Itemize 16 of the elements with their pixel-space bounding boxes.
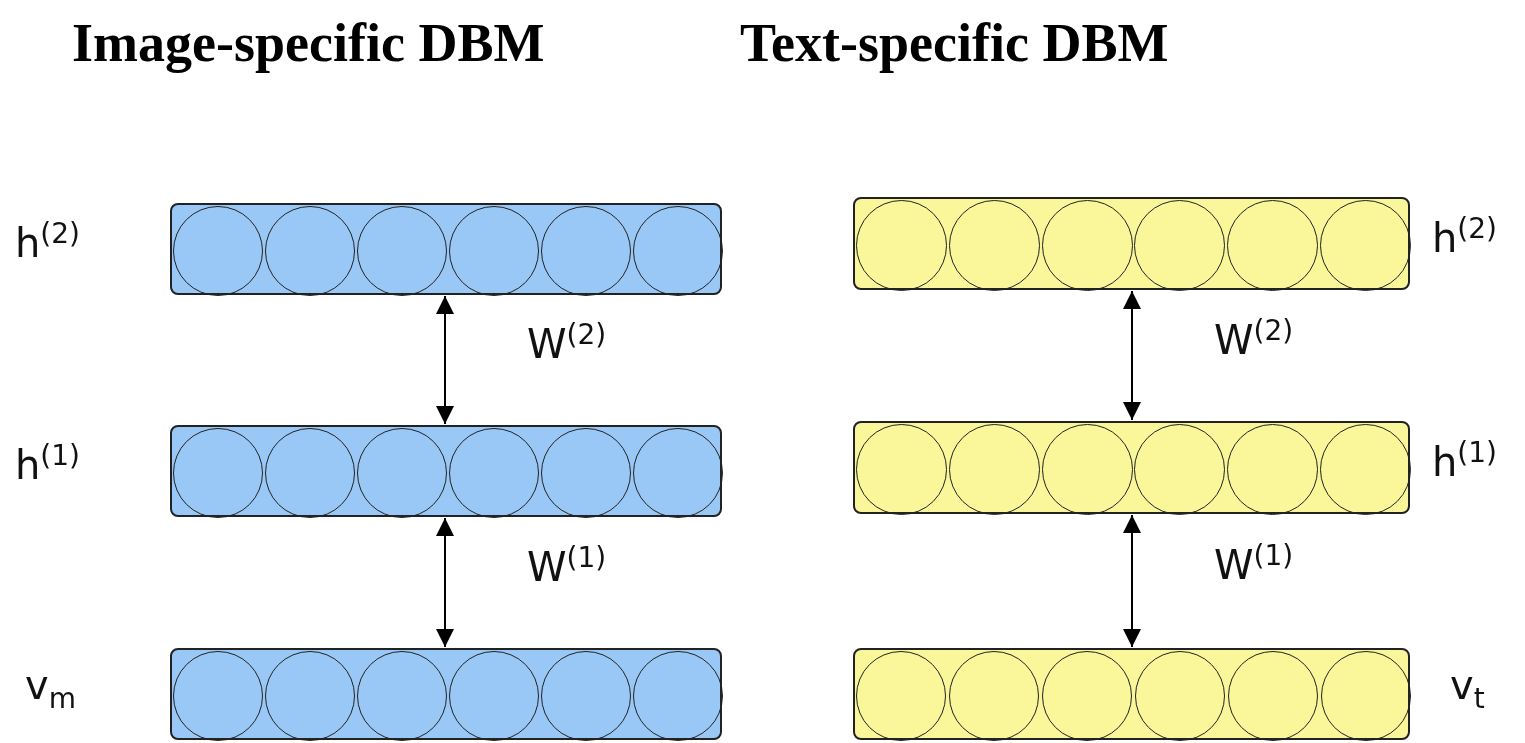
column-heading: Text-specific DBM	[740, 12, 1169, 74]
edge-label: W$^{(2)}$	[1214, 313, 1294, 363]
column-heading: Image-specific DBM	[72, 12, 545, 74]
double-arrow	[1123, 290, 1141, 421]
double-arrow	[1123, 514, 1141, 648]
layer-label: h$^{(1)}$	[15, 439, 81, 489]
double-arrow	[436, 517, 454, 648]
layer-label: h$^{(2)}$	[1432, 211, 1498, 261]
layer-label: v$_{t}$	[1450, 662, 1485, 715]
layer-label: h$^{(1)}$	[1432, 435, 1498, 485]
edge-label: W$^{(2)}$	[527, 318, 607, 368]
edge-label: W$^{(1)}$	[1214, 539, 1294, 589]
layer-label: h$^{(2)}$	[15, 217, 81, 267]
layer-label: v$_{m}$	[25, 662, 76, 715]
double-arrow	[436, 295, 454, 425]
edge-label: W$^{(1)}$	[527, 540, 607, 590]
